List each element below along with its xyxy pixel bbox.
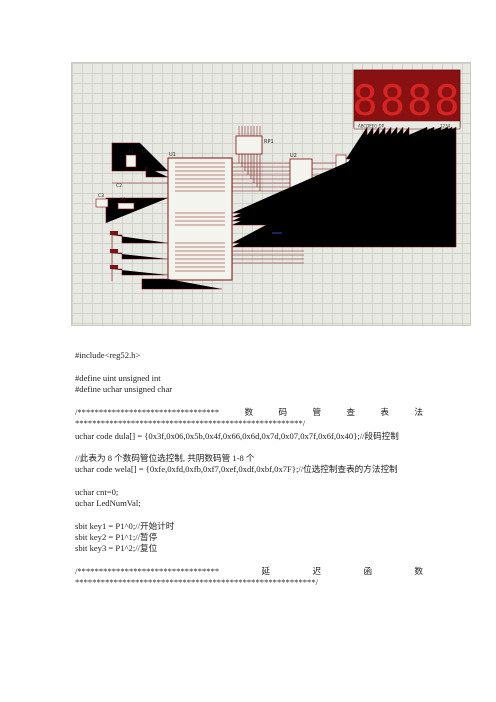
- u1-label: U1: [169, 152, 176, 158]
- u2-label: U2: [290, 153, 297, 159]
- code-wela: uchar code wela[] = {0xfe,0xfd,0xfb,0xf7…: [75, 464, 398, 474]
- comment3-word: 数: [414, 566, 423, 576]
- code-define-uint: #define uint unsigned int: [75, 373, 161, 383]
- c3-label: C3: [98, 193, 104, 199]
- comment1-word: 查: [346, 407, 356, 417]
- seven-segment-digits: 8888: [352, 76, 461, 125]
- comment3-tail: ****************************************…: [75, 577, 319, 587]
- comment3-word: 迟: [312, 566, 322, 576]
- circuit-schematic: 8888 ABCDEFG DP 1234 U1 RP1: [71, 62, 471, 326]
- segment-pin-label: ABCDEFG DP: [358, 124, 385, 129]
- code-key2: sbit key2 = P1^1;//暂停: [75, 532, 158, 542]
- comment1-word: 码: [278, 407, 288, 417]
- c2-label: C2: [116, 183, 122, 189]
- comment-segment-table: /********************************* 数 码 管…: [75, 407, 435, 429]
- code-cnt: uchar cnt=0;: [75, 487, 119, 497]
- code-dula: uchar code dula[] = {0x3f,0x06,0x5b,0x4f…: [75, 431, 399, 441]
- r1-label: R1: [120, 197, 126, 203]
- code-key1: sbit key1 = P1^0;//开始计时: [75, 521, 175, 531]
- comment-delay-function: /********************************* 延 迟 函…: [75, 566, 435, 588]
- x1-label: X1: [128, 149, 134, 155]
- code-define-uchar: #define uchar unsigned char: [75, 384, 173, 394]
- c1-label: C1: [142, 149, 148, 155]
- comment3-word: 延: [261, 566, 271, 576]
- comment1-word: 法: [414, 407, 423, 417]
- code-include: #include<reg52.h>: [75, 350, 141, 360]
- code-comment-position: //此表为 8 个数码管位选控制, 共阴数码管 1-8 个: [75, 453, 255, 463]
- comment3-word: 函: [363, 566, 373, 576]
- comment3-prefix: /*********************************: [75, 566, 220, 576]
- comment1-tail: ****************************************…: [75, 418, 306, 428]
- resistor-pack-rp1: [235, 135, 263, 155]
- mcu-u1: [167, 157, 233, 281]
- rp1-label: RP1: [264, 139, 274, 145]
- seven-segment-display: [353, 69, 461, 128]
- comment1-word: 管: [312, 407, 322, 417]
- comment1-word: 数: [244, 407, 254, 417]
- digit-pin-label: 1234: [440, 124, 451, 129]
- schematic-drawing: 8888 ABCDEFG DP 1234 U1 RP1: [95, 69, 461, 290]
- code-key3: sbit key3 = P1^2;//复位: [75, 543, 158, 553]
- comment1-prefix: /*********************************: [75, 407, 220, 417]
- comment1-word: 表: [380, 407, 390, 417]
- code-lednum: uchar LedNumVal;: [75, 498, 141, 508]
